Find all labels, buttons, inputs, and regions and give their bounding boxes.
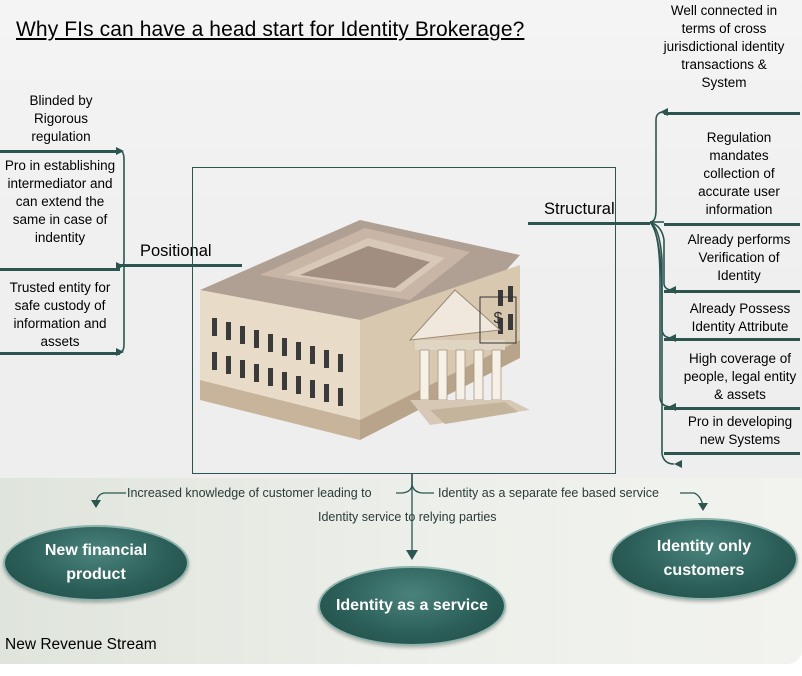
structural-item-attribute: Already Possess Identity Attribute bbox=[689, 301, 791, 334]
structural-divider-3 bbox=[664, 290, 800, 293]
structural-item-regulation: Regulation mandates collection of accura… bbox=[698, 130, 780, 217]
arrowhead-left-2 bbox=[116, 262, 124, 270]
structural-divider-6 bbox=[664, 452, 800, 455]
positional-underline bbox=[120, 264, 242, 267]
flow-middle-arrow bbox=[406, 550, 418, 560]
positional-item-regulation: Blinded by Rigorous regulation bbox=[29, 93, 93, 144]
positional-label: Positional bbox=[140, 242, 212, 260]
structural-label: Structural bbox=[544, 200, 615, 218]
arrowhead-right-6 bbox=[674, 460, 682, 468]
arrowhead-right-1 bbox=[660, 108, 668, 116]
dollar-icon: $ bbox=[493, 310, 503, 327]
outcome-new-financial-product: New financial product bbox=[3, 525, 189, 601]
outcome-identity-as-a-service: Identity as a service bbox=[318, 566, 506, 646]
structural-branch-6 bbox=[649, 221, 675, 465]
flow-label-right: Identity as a separate fee based service bbox=[438, 486, 659, 500]
positional-divider-1 bbox=[0, 150, 120, 153]
flow-left-arrow bbox=[91, 500, 101, 508]
outcome-label: Identity as a service bbox=[335, 597, 489, 614]
outcome-label: Identity only customers bbox=[656, 538, 752, 579]
flow-label-middle: Identity service to relying parties bbox=[318, 510, 497, 524]
diagram-title: Why FIs can have a head start for Identi… bbox=[16, 18, 525, 41]
arrowhead-right-3 bbox=[668, 286, 676, 294]
bank-picture-frame bbox=[192, 167, 616, 474]
flow-right-arrow bbox=[698, 503, 708, 511]
structural-item-verification: Already performs Verification of Identit… bbox=[687, 232, 791, 283]
structural-divider-5 bbox=[664, 407, 800, 410]
structural-item-systems: Pro in developing new Systems bbox=[687, 414, 793, 447]
structural-divider-2 bbox=[664, 223, 800, 226]
arrowhead-right-5 bbox=[668, 403, 676, 411]
structural-item-connected: Well connected in terms of cross jurisdi… bbox=[663, 3, 785, 90]
positional-item-trusted: Trusted entity for safe custody of infor… bbox=[9, 280, 111, 349]
arrowhead-left-1 bbox=[116, 147, 124, 155]
structural-underline bbox=[528, 222, 650, 225]
structural-branch-1 bbox=[649, 111, 665, 223]
positional-divider-3 bbox=[0, 352, 120, 355]
revenue-stream-label: New Revenue Stream bbox=[5, 636, 157, 653]
positional-divider-2 bbox=[0, 268, 120, 271]
flow-label-left: Increased knowledge of customer leading … bbox=[127, 486, 372, 500]
outcome-identity-only-customers: Identity only customers bbox=[610, 518, 798, 600]
outcome-label: New financial product bbox=[44, 542, 148, 583]
structural-item-coverage: High coverage of people, legal entity & … bbox=[683, 351, 797, 402]
arrowhead-left-3 bbox=[116, 348, 124, 356]
structural-divider-1 bbox=[664, 112, 800, 115]
structural-branch-3 bbox=[649, 221, 673, 291]
structural-divider-4 bbox=[664, 338, 800, 341]
positional-item-intermediator: Pro in establishing intermediator and ca… bbox=[4, 158, 116, 245]
arrowhead-right-4 bbox=[668, 334, 676, 342]
